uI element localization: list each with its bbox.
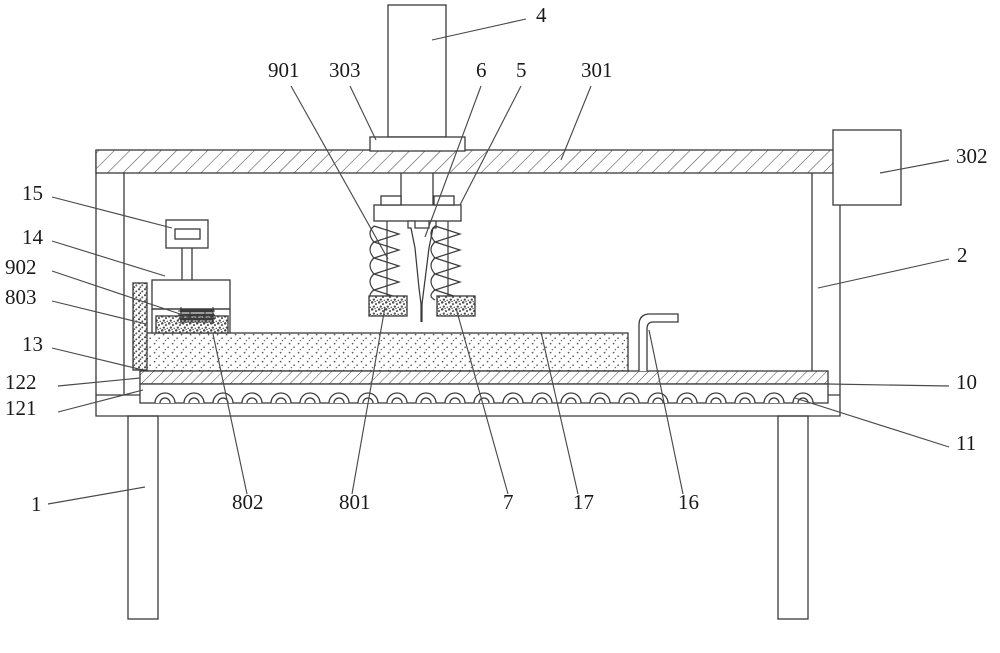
reference-numeral-901: 901 <box>268 58 300 82</box>
leader-line-902 <box>51 270 193 319</box>
conveyor-rollers <box>154 392 814 404</box>
pneumatic-cylinder <box>369 4 466 205</box>
leader-line-7 <box>455 307 509 495</box>
reference-numeral-301: 301 <box>581 58 613 82</box>
side-control-box <box>832 129 902 206</box>
leader-line-6 <box>424 85 482 238</box>
press-crossbar <box>373 195 462 222</box>
leader-line-13 <box>51 347 144 371</box>
reference-numeral-11: 11 <box>956 431 976 455</box>
support-legs <box>127 415 809 620</box>
reference-numeral-302: 302 <box>956 144 988 168</box>
leader-line-802 <box>212 333 248 495</box>
reference-numeral-303: 303 <box>329 58 361 82</box>
gantry-top-beam <box>95 149 841 174</box>
hook-bracket <box>638 313 679 371</box>
reference-numeral-4: 4 <box>536 3 547 27</box>
reference-numeral-801: 801 <box>339 490 371 514</box>
leader-line-301 <box>560 85 592 161</box>
reference-numeral-17: 17 <box>573 490 594 514</box>
reference-numeral-1: 1 <box>31 492 42 516</box>
reference-numeral-121: 121 <box>5 396 37 420</box>
compression-springs <box>369 221 462 301</box>
reference-numeral-15: 15 <box>22 181 43 205</box>
leader-line-901 <box>290 85 389 260</box>
conveyor-roller-track <box>139 383 829 404</box>
leader-line-302 <box>879 159 950 174</box>
conveyor-belt-rail <box>139 370 829 385</box>
reference-numeral-2: 2 <box>957 243 968 267</box>
leader-line-16 <box>648 329 684 495</box>
reference-numeral-802: 802 <box>232 490 264 514</box>
reference-numeral-6: 6 <box>476 58 487 82</box>
leader-line-4 <box>431 18 527 41</box>
reference-numeral-902: 902 <box>5 255 37 279</box>
leader-line-803 <box>51 300 147 325</box>
workpiece-panel <box>139 332 629 372</box>
leader-line-5 <box>459 85 522 206</box>
leader-line-17 <box>540 331 579 495</box>
reference-numeral-122: 122 <box>5 370 37 394</box>
leader-line-10 <box>827 383 950 387</box>
control-display <box>165 219 209 280</box>
reference-numeral-10: 10 <box>956 370 977 394</box>
leader-lines <box>47 18 950 505</box>
left-clamp-assembly <box>132 279 231 371</box>
reference-numeral-803: 803 <box>5 285 37 309</box>
leader-line-121 <box>57 389 144 413</box>
reference-numeral-13: 13 <box>22 332 43 356</box>
reference-numeral-16: 16 <box>678 490 699 514</box>
leader-line-15 <box>51 196 173 229</box>
leader-line-1 <box>47 486 146 505</box>
leader-line-122 <box>57 377 141 387</box>
leader-line-14 <box>51 240 166 277</box>
reference-numeral-5: 5 <box>516 58 527 82</box>
reference-numeral-7: 7 <box>503 490 514 514</box>
leader-line-2 <box>817 258 950 289</box>
leader-line-801 <box>351 306 386 495</box>
leader-line-303 <box>349 85 377 141</box>
reference-numeral-14: 14 <box>22 225 44 249</box>
presser-pads <box>368 295 476 317</box>
leader-line-11 <box>794 397 950 448</box>
